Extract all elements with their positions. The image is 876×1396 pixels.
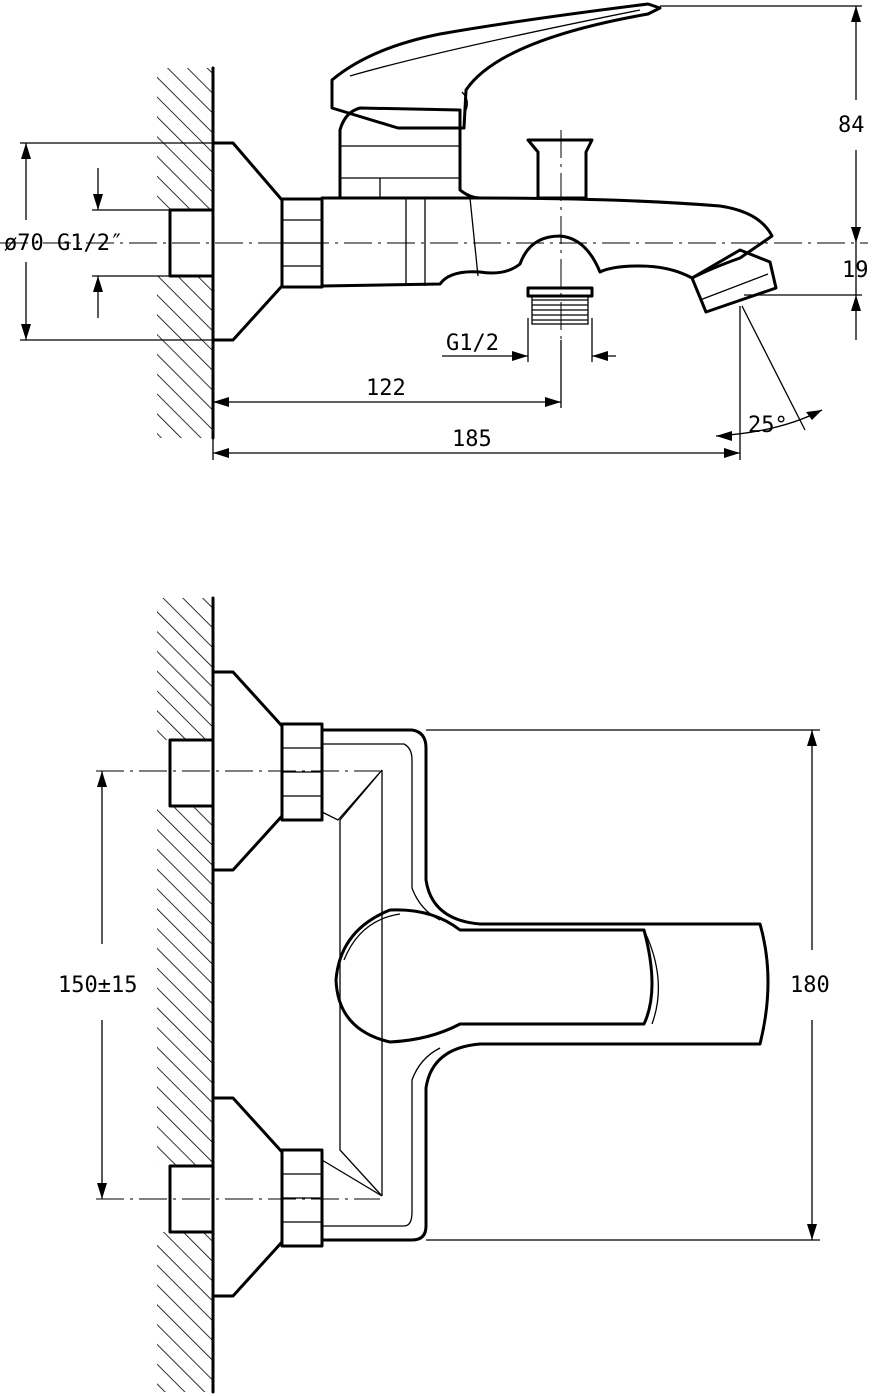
lever-handle-front	[334, 908, 654, 1044]
side-view: 84 19 ø70 G1/2″ G1/2 122	[0, 2, 869, 460]
mixer-body-side	[320, 196, 774, 288]
wall-hatch-bottom	[157, 596, 215, 1394]
dim-overall-width: 180	[790, 973, 830, 998]
diverter-knob	[526, 138, 594, 200]
front-view: 150±15 180	[58, 596, 830, 1394]
hex-nut-upper	[280, 722, 324, 822]
wall-hatch-top	[157, 66, 215, 440]
mixer-body-front	[320, 728, 770, 1242]
aerator-side	[690, 248, 778, 314]
dim-spout-offset: 122	[366, 376, 406, 401]
escutcheon-lower	[211, 1096, 284, 1298]
dim-diameter-thread: ø70 G1/2″	[4, 231, 123, 256]
inlet-pipe-upper	[168, 738, 215, 808]
escutcheon-side	[211, 141, 284, 342]
inlet-pipe-lower	[168, 1164, 215, 1234]
lever-handle-side	[330, 2, 662, 130]
dim-height-outlet: 19	[842, 258, 869, 283]
inlet-pipe	[168, 208, 215, 278]
cartridge-column	[338, 106, 482, 200]
dim-outlet-thread: G1/2	[446, 331, 499, 356]
dim-spout-angle: 25°	[748, 413, 788, 438]
hex-nut-lower	[280, 1148, 324, 1248]
dim-height-top: 84	[838, 113, 865, 138]
outlet-thread	[526, 286, 594, 325]
dim-spout-length: 185	[452, 427, 492, 452]
dim-center-distance: 150±15	[58, 973, 137, 998]
